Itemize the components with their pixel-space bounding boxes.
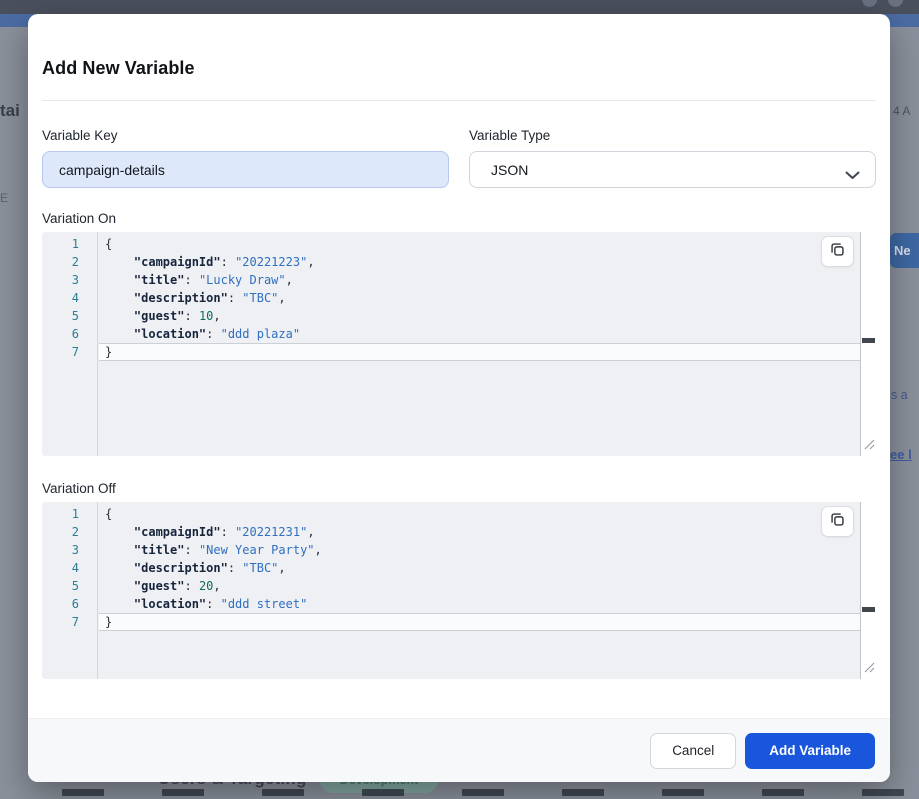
navbar-avatar-fragment bbox=[862, 0, 877, 7]
variable-key-input[interactable] bbox=[42, 151, 449, 188]
code-line[interactable]: "campaignId": "20221223", bbox=[99, 253, 860, 271]
backdrop-table-header-fragment bbox=[62, 789, 919, 796]
variation-off-label: Variation Off bbox=[42, 481, 876, 496]
line-number: 7 bbox=[42, 613, 97, 631]
line-number: 6 bbox=[42, 325, 97, 343]
modal-footer: Cancel Add Variable bbox=[28, 718, 890, 782]
cancel-button[interactable]: Cancel bbox=[650, 733, 736, 769]
backdrop-text-fragment: s a bbox=[891, 388, 908, 402]
divider bbox=[42, 100, 876, 101]
backdrop-heading-fragment: tai bbox=[0, 101, 20, 121]
backdrop-date-fragment: 4 A bbox=[893, 104, 910, 118]
variable-type-label: Variable Type bbox=[469, 128, 876, 143]
code-line[interactable]: "title": "Lucky Draw", bbox=[99, 271, 860, 289]
line-number: 2 bbox=[42, 523, 97, 541]
variation-on-editor[interactable]: 1234567 { "campaignId": "20221223", "tit… bbox=[42, 232, 876, 456]
scrollbar-thumb[interactable] bbox=[862, 607, 875, 612]
chevron-down-icon bbox=[845, 167, 860, 183]
line-number: 4 bbox=[42, 289, 97, 307]
editor-scrollbar[interactable] bbox=[860, 232, 876, 456]
copy-button[interactable] bbox=[821, 236, 854, 267]
editor-code[interactable]: { "campaignId": "20221223", "title": "Lu… bbox=[99, 235, 860, 361]
code-line[interactable]: "guest": 20, bbox=[99, 577, 860, 595]
editor-scrollbar[interactable] bbox=[860, 502, 876, 679]
line-number: 2 bbox=[42, 253, 97, 271]
resize-handle[interactable] bbox=[864, 660, 875, 678]
code-line[interactable]: } bbox=[99, 343, 860, 361]
line-number: 5 bbox=[42, 307, 97, 325]
editor-gutter: 1234567 bbox=[42, 232, 98, 456]
navbar-avatar-fragment bbox=[888, 0, 903, 7]
editor-code[interactable]: { "campaignId": "20221231", "title": "Ne… bbox=[99, 505, 860, 631]
code-line[interactable]: "title": "New Year Party", bbox=[99, 541, 860, 559]
copy-icon bbox=[830, 242, 845, 262]
code-line[interactable]: "location": "ddd street" bbox=[99, 595, 860, 613]
code-line[interactable]: { bbox=[99, 235, 860, 253]
line-number: 5 bbox=[42, 577, 97, 595]
variable-type-select[interactable]: JSON bbox=[469, 151, 876, 188]
code-line[interactable]: "description": "TBC", bbox=[99, 289, 860, 307]
variation-off-editor[interactable]: 1234567 { "campaignId": "20221231", "tit… bbox=[42, 502, 876, 679]
line-number: 7 bbox=[42, 343, 97, 361]
line-number: 1 bbox=[42, 505, 97, 523]
code-line[interactable]: "location": "ddd plaza" bbox=[99, 325, 860, 343]
line-number: 4 bbox=[42, 559, 97, 577]
backdrop-link-fragment: ee l bbox=[890, 447, 912, 462]
code-line[interactable]: "campaignId": "20221231", bbox=[99, 523, 860, 541]
copy-icon bbox=[830, 512, 845, 532]
modal-title: Add New Variable bbox=[42, 58, 876, 79]
add-variable-modal: Add New Variable Variable Key Variable T… bbox=[28, 14, 890, 782]
code-line[interactable]: { bbox=[99, 505, 860, 523]
line-number: 6 bbox=[42, 595, 97, 613]
scrollbar-thumb[interactable] bbox=[862, 338, 875, 343]
variation-on-label: Variation On bbox=[42, 211, 876, 226]
code-line[interactable]: } bbox=[99, 613, 860, 631]
variable-key-label: Variable Key bbox=[42, 128, 449, 143]
line-number: 1 bbox=[42, 235, 97, 253]
add-variable-button[interactable]: Add Variable bbox=[745, 733, 875, 769]
backdrop-top-navbar bbox=[0, 0, 919, 14]
variable-type-value: JSON bbox=[491, 162, 528, 178]
copy-button[interactable] bbox=[821, 506, 854, 537]
line-number: 3 bbox=[42, 271, 97, 289]
code-line[interactable]: "guest": 10, bbox=[99, 307, 860, 325]
line-number: 3 bbox=[42, 541, 97, 559]
resize-handle[interactable] bbox=[864, 437, 875, 455]
backdrop-tab-fragment: E bbox=[0, 191, 8, 205]
editor-gutter: 1234567 bbox=[42, 502, 98, 679]
backdrop-new-button-fragment: Ne bbox=[890, 233, 919, 268]
code-line[interactable]: "description": "TBC", bbox=[99, 559, 860, 577]
